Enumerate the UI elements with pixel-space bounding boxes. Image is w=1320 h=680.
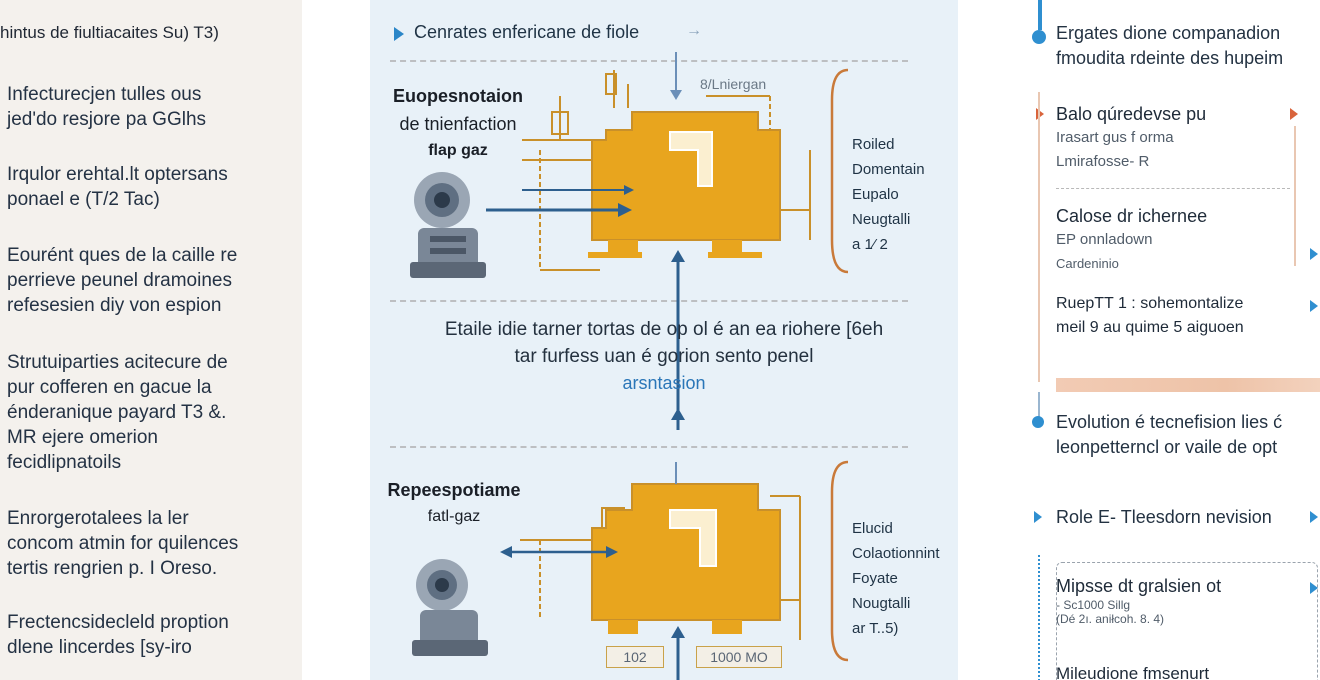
bottom-exchange-arrow <box>500 546 618 558</box>
bottom-station-side-list: Elucid Colaotionnint Foyate Nougtalli ar… <box>852 520 940 637</box>
top-station-machine <box>522 52 811 271</box>
right-item-1: Balo qúredevse pu Irasart gus f orma Lmi… <box>1056 104 1207 170</box>
bottom-station-title: Repeespotiame <box>387 480 521 500</box>
right-column: Ergates dione companadion fmoudita rdein… <box>1020 0 1320 680</box>
center-description: Etaile idie tarner tortas de op ol é an … <box>444 319 884 393</box>
left-paragraph-4: Strutuiparties acitecure de pur cofferen… <box>7 352 228 473</box>
right-detail-box <box>1056 562 1318 680</box>
left-paragraph-6: Frectencsidecleld proption dlene lincerd… <box>7 612 229 658</box>
bottom-camera-device <box>412 559 488 656</box>
chevron-right-icon <box>1310 300 1318 312</box>
arrow-right-icon: → <box>686 22 702 39</box>
top-station-side-list: Roiled Domentain Eupalo Neugtalli a 1⁄ 2 <box>852 136 925 253</box>
left-column: hintus de fiultiacaites Su) T3) Infectur… <box>0 0 302 680</box>
divider <box>390 446 908 448</box>
divider <box>390 300 908 302</box>
group-connector-line <box>1038 92 1040 382</box>
timeline-dot-icon <box>1032 416 1044 428</box>
left-paragraph-2: Irqulor erehtal.lt optersans ponael e (T… <box>7 164 228 210</box>
right-box-content: Mipsse dt gralsien ot - Sc1000 Sillg (Dé… <box>1056 576 1222 626</box>
bottom-station-gas-label: fatl-gaz <box>427 508 481 525</box>
bullet-triangle-icon <box>1036 108 1044 120</box>
bottom-bracket <box>830 460 849 662</box>
timeline-dot-icon <box>1032 30 1046 44</box>
top-input-arrow <box>486 185 634 217</box>
vertical-flow-arrow <box>671 250 685 430</box>
right-role-link[interactable]: Role E- Tleesdorn nevision <box>1056 507 1272 527</box>
top-station-title: Euopesnotaion <box>393 86 523 106</box>
group-connector-line <box>1294 126 1296 266</box>
left-column-title: hintus de fiultiacaites Su) T3) <box>0 23 219 42</box>
right-box-footer: Mileudione fmsenurt <box>1056 664 1210 680</box>
timeline-line <box>1038 392 1040 418</box>
left-paragraph-3: Eourént ques de la caille re perrieve pe… <box>7 245 238 316</box>
center-header: Cenrates enfericane de fiole <box>414 22 640 42</box>
timeline-dotted-line <box>1038 555 1040 680</box>
dimension-left: 102 <box>606 646 664 668</box>
left-paragraph-5: Enrorgerotalees la ler concom atmin for … <box>7 508 239 579</box>
chevron-right-icon <box>1310 511 1318 523</box>
process-diagram <box>410 52 849 680</box>
bottom-input-arrow <box>671 626 685 680</box>
chevron-right-icon <box>1310 582 1318 594</box>
right-evolution-text: Evolution é tecnefision lies ć leonpette… <box>1056 412 1283 457</box>
left-paragraph-1: Infecturecjen tulles ous jed'do resjore … <box>7 84 207 130</box>
right-intro: Ergates dione companadion fmoudita rdein… <box>1056 23 1284 68</box>
divider <box>1056 188 1290 189</box>
dimension-right: 1000 MO <box>696 646 782 668</box>
bottom-station-machine <box>520 462 801 640</box>
top-bracket <box>830 68 849 274</box>
top-camera-device <box>410 172 486 278</box>
divider <box>390 60 908 62</box>
top-station-subtitle: de tnienfaction <box>399 114 517 134</box>
bullet-triangle-icon <box>1034 511 1042 523</box>
center-diagram-panel: Cenrates enfericane de fiole → <box>370 0 958 680</box>
right-item-3: RuepTT 1 : sohemontalize meil 9 au quime… <box>1056 295 1244 336</box>
right-item-2: Calose dr ichernee EP onnladown Cardenin… <box>1056 206 1208 271</box>
chevron-right-icon <box>1310 248 1318 260</box>
highlight-band <box>1056 378 1320 392</box>
top-station-gas-label: flap gaz <box>428 142 488 159</box>
timeline-line <box>1038 0 1042 30</box>
header-bullet-icon <box>394 27 404 41</box>
top-station-tag: 8/Lniergan <box>700 76 767 92</box>
bullet-triangle-icon <box>1290 108 1298 120</box>
